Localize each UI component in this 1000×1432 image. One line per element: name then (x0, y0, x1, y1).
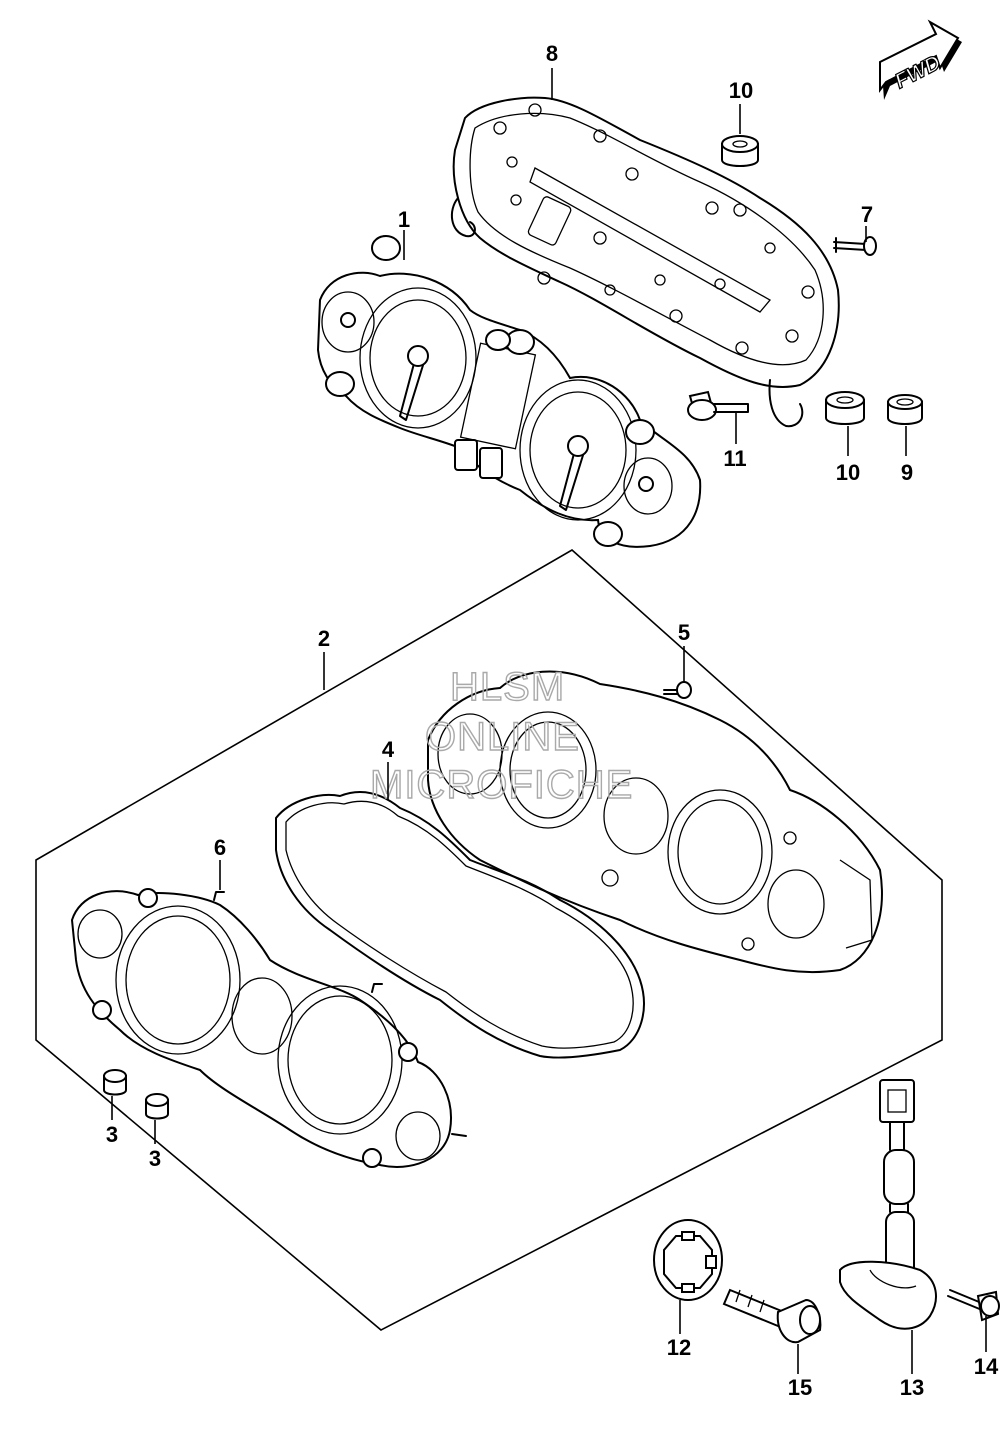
assembly-boundary (35, 549, 943, 1331)
callout-10-top: 10 (729, 78, 753, 103)
callout-2: 2 (318, 626, 330, 651)
leader-lines (111, 68, 987, 1374)
watermark: HLSM ONLINE MICROFICHE (369, 664, 633, 807)
callout-6: 6 (214, 835, 226, 860)
callout-9: 9 (901, 460, 913, 485)
front-cover-part (427, 670, 883, 974)
meter-unit-part (316, 235, 702, 548)
speed-sensor-13 (839, 1079, 937, 1330)
dial-ring-plate-part (70, 888, 467, 1168)
callout-3-left: 3 (106, 1122, 118, 1147)
callout-12: 12 (667, 1335, 691, 1360)
callout-14: 14 (974, 1354, 999, 1379)
screw-5 (663, 681, 692, 699)
grommet-10-bottom (825, 391, 865, 425)
callout-8: 8 (546, 41, 558, 66)
collar-9 (887, 394, 923, 425)
callout-5: 5 (678, 620, 690, 645)
watermark-line-3: MICROFICHE (370, 763, 633, 807)
fwd-arrow-badge: FWD (879, 19, 962, 100)
sleeve-bolt-15 (722, 1288, 822, 1344)
callout-10-bottom: 10 (836, 460, 860, 485)
rear-case-part (450, 96, 840, 428)
callout-13: 13 (900, 1375, 924, 1400)
cushion-3-right (145, 1093, 169, 1120)
callout-labels: 8 1 10 7 11 10 9 2 5 4 6 3 3 12 15 13 14 (106, 41, 999, 1400)
callout-3-right: 3 (149, 1146, 161, 1171)
grommet-10-top (721, 135, 759, 167)
bolt-14 (947, 1289, 1000, 1322)
speed-sensor-rotor-12 (653, 1219, 723, 1301)
callout-1: 1 (398, 207, 410, 232)
watermark-line-2: ONLINE (425, 715, 580, 759)
gasket-inner-line (285, 800, 634, 1049)
callout-15: 15 (788, 1375, 812, 1400)
cushion-3-left (103, 1069, 127, 1096)
callout-11: 11 (723, 446, 746, 471)
bolt-11 (687, 390, 749, 421)
screw-7 (833, 236, 877, 256)
watermark-line-1: HLSM (450, 665, 565, 709)
callout-7: 7 (861, 202, 873, 227)
callout-4: 4 (382, 737, 395, 762)
gasket-seal-part (275, 791, 645, 1059)
